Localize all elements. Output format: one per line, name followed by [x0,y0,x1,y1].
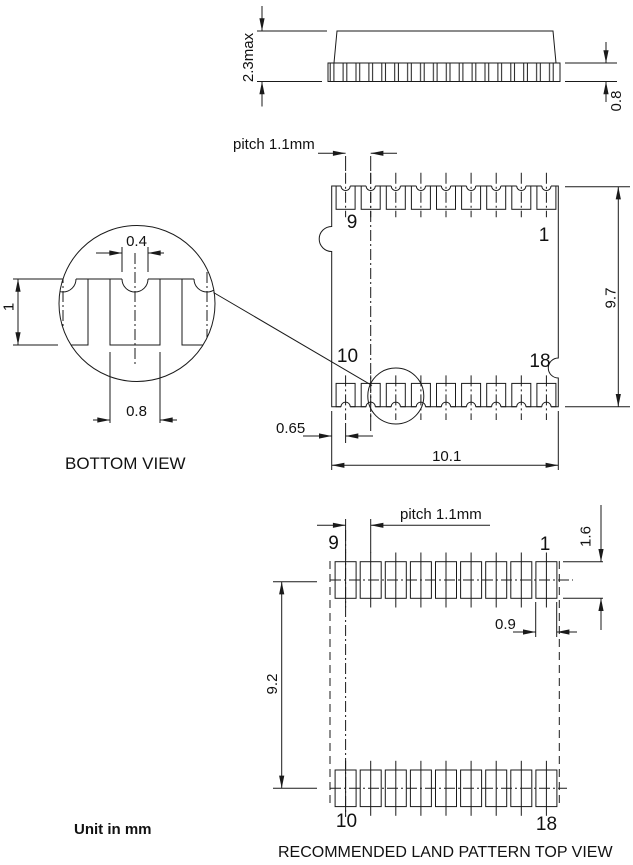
dim-body-height: 2.3max [240,6,327,107]
dim-lead-height: 0.8 [565,42,625,111]
dim-pad-height-16: 1.6 [563,505,604,630]
land-pattern-view: pitch 1.1mm 9 1 10 18 1.6 0.9 9 [264,505,613,861]
height-dim-label: 9.7 [602,288,619,309]
row-span-dim-label: 9.2 [264,674,281,695]
bottom-view: pitch 1.1mm 9 1 10 18 0.65 10.1 9.7 [213,136,630,470]
land-pin9-label: 9 [328,533,339,554]
detail-leader-line [213,292,373,386]
pin1-label: 1 [539,225,550,246]
land-pin18-label: 18 [536,814,557,835]
land-pin1-label: 1 [540,534,551,555]
pad-height-dim-label: 1.6 [577,526,594,547]
dim-pitch-bottom-view: pitch 1.1mm [233,136,397,171]
notch-dim-label: 0.4 [126,233,147,250]
offset-dim-label: 0.65 [276,420,305,437]
land-pin10-label: 10 [336,811,357,832]
dim-pin-width-08: 0.8 [93,352,177,423]
body-height-dim-label: 2.3max [240,32,257,82]
package-outline [318,185,559,408]
pin-length-dim-label: 1 [0,303,17,311]
dim-width-101: 10.1 [331,411,559,470]
dim-height-97: 9.7 [565,186,630,408]
bottom-pin-row [335,374,557,421]
pin10-label: 10 [337,346,358,367]
side-view-lead-strip [327,62,561,82]
top-pin-row [335,172,557,218]
pitch-dim-label: pitch 1.1mm [233,136,315,153]
pin9-label: 9 [347,212,358,233]
dim-row-span-92: 9.2 [264,581,317,789]
detail-callout-circle [367,367,425,425]
bottom-view-caption: BOTTOM VIEW [65,454,186,473]
pin18-label: 18 [529,351,550,372]
land-pattern-caption: RECOMMENDED LAND PATTERN TOP VIEW [278,844,613,860]
detail-circle-border [58,225,216,382]
dim-notch-04: 0.4 [96,233,164,272]
pin-width-dim-label: 0.8 [126,403,147,420]
dim-pin-length-1: 1 [0,278,21,346]
side-view-body [333,30,557,64]
dim-offset-065: 0.65 [276,411,373,470]
dim-pitch-land: pitch 1.1mm [317,506,490,553]
lead-height-dim-label: 0.8 [608,91,625,112]
land-pitch-dim-label: pitch 1.1mm [400,506,482,523]
pad-width-dim-label: 0.9 [495,616,516,633]
unit-note: Unit in mm [74,821,152,838]
side-view: 2.3max 0.8 [240,6,625,111]
detail-view: 0.4 1 0.8 BOTTOM VIEW [0,225,216,473]
dim-pad-width-09: 0.9 [495,602,577,637]
detail-pins [59,252,215,368]
width-dim-label: 10.1 [432,448,461,465]
